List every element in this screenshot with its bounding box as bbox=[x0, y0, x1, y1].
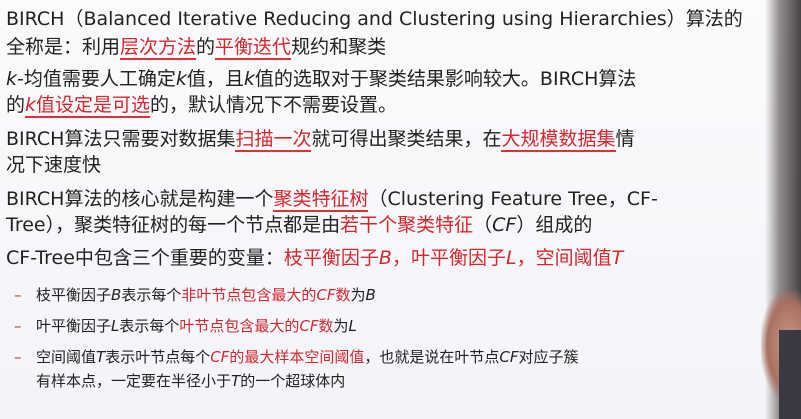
text: BIRCH算法只需要对数据集 bbox=[6, 128, 236, 150]
highlight-term: ，空间阈值 bbox=[516, 247, 612, 269]
text: 况下速度快 bbox=[6, 154, 102, 176]
highlight-term: 数 bbox=[318, 317, 334, 335]
presenter-sleeve bbox=[779, 330, 801, 419]
math-cf: CF bbox=[210, 348, 230, 366]
line-6: 况下速度快 bbox=[6, 152, 101, 178]
highlight-term: 叶节点包含最大的 bbox=[179, 317, 300, 335]
text: 全称是：利用 bbox=[6, 36, 121, 58]
highlight-term: 值设定是可选 bbox=[36, 94, 151, 118]
text: 对应子簇 bbox=[518, 348, 579, 366]
math-cf: CF bbox=[492, 214, 517, 236]
text: （Clustering Feature Tree，CF- bbox=[368, 188, 658, 210]
math-l: L bbox=[348, 317, 357, 335]
text: 值的选取对于聚类结果影响较大。BIRCH算法 bbox=[254, 68, 637, 90]
math-b: B bbox=[378, 247, 392, 269]
sub-bullet-1: –枝平衡因子B表示每个非叶节点包含最大的CF数为B bbox=[14, 285, 376, 305]
text: 规约和聚类 bbox=[291, 36, 387, 58]
math-k: k bbox=[6, 68, 18, 90]
math-l: L bbox=[505, 247, 517, 269]
text: 枝平衡因子 bbox=[36, 286, 112, 304]
text: ）组成的 bbox=[516, 214, 593, 236]
highlight-term: ，叶平衡因子 bbox=[391, 247, 506, 269]
text: ，也就是说在叶节点 bbox=[364, 348, 500, 366]
text: -均值需要人工确定 bbox=[17, 68, 176, 90]
text: CF-Tree中包含三个重要的变量： bbox=[6, 247, 284, 269]
text: BIRCH算法的核心就是构建一个 bbox=[6, 188, 274, 210]
text: 就可得出聚类结果，在 bbox=[311, 128, 502, 150]
highlight-term: 聚类特征树 bbox=[273, 188, 369, 212]
line-4: 的k值设定是可选的，默认情况下不需要设置。 bbox=[6, 92, 397, 118]
text: 值，且 bbox=[186, 68, 244, 90]
math-cf: CF bbox=[299, 317, 319, 335]
math-t: T bbox=[611, 247, 624, 269]
highlight-term: 扫描一次 bbox=[235, 128, 312, 152]
text: 空间阈值 bbox=[36, 348, 97, 366]
text: 为 bbox=[350, 286, 366, 304]
math-cf: CF bbox=[316, 286, 336, 304]
bullet-dash-icon: – bbox=[14, 286, 22, 304]
highlight-term: 层次方法 bbox=[120, 36, 197, 60]
line-2: 全称是：利用层次方法的平衡迭代规约和聚类 bbox=[6, 34, 386, 60]
text: 表示每个 bbox=[121, 286, 182, 304]
text: 表示叶节点每个 bbox=[105, 348, 211, 366]
highlight-term: 若干个聚类特征 bbox=[340, 214, 474, 236]
line-9: CF-Tree中包含三个重要的变量：枝平衡因子B，叶平衡因子L，空间阈值T bbox=[6, 245, 623, 271]
line-7: BIRCH算法的核心就是构建一个聚类特征树（Clustering Feature… bbox=[6, 186, 658, 212]
highlight-term: 数 bbox=[335, 286, 351, 304]
text: 的一个超球体内 bbox=[240, 372, 346, 390]
math-k: k bbox=[175, 68, 187, 90]
text: 为 bbox=[333, 317, 349, 335]
bullet-dash-icon: – bbox=[14, 348, 22, 366]
text: 的，默认情况下不需要设置。 bbox=[150, 94, 398, 116]
sub-bullet-2: –叶平衡因子L表示每个叶节点包含最大的CF数为L bbox=[14, 316, 357, 336]
math-k: k bbox=[243, 68, 255, 90]
text: 情 bbox=[615, 128, 635, 150]
text: 表示每个 bbox=[119, 317, 180, 335]
math-b: B bbox=[111, 286, 122, 304]
line-1: BIRCH（Balanced Iterative Reducing and Cl… bbox=[6, 6, 743, 32]
highlight-term: 平衡迭代 bbox=[215, 36, 292, 60]
math-b: B bbox=[365, 286, 376, 304]
math-l: L bbox=[111, 317, 120, 335]
text: （ bbox=[473, 214, 493, 236]
math-t: T bbox=[96, 348, 106, 366]
highlight-term: 的最大样本空间阈值 bbox=[229, 348, 365, 366]
sub-bullet-3-cont: 有样本点，一定要在半径小于T的一个超球体内 bbox=[36, 371, 345, 391]
highlight-term: 枝平衡因子 bbox=[283, 247, 379, 269]
text: 叶平衡因子 bbox=[36, 317, 112, 335]
text: 的 bbox=[196, 36, 216, 58]
line-8: Tree），聚类特征树的每一个节点都是由若干个聚类特征（CF）组成的 bbox=[6, 212, 592, 238]
line-5: BIRCH算法只需要对数据集扫描一次就可得出聚类结果，在大规模数据集情 bbox=[6, 126, 635, 152]
math-k: k bbox=[25, 94, 37, 118]
math-t: T bbox=[231, 372, 241, 390]
text: BIRCH（Balanced Iterative Reducing and Cl… bbox=[6, 8, 743, 30]
bullet-dash-icon: – bbox=[14, 317, 22, 335]
highlight-term: 大规模数据集 bbox=[501, 128, 616, 152]
highlight-term: 非叶节点包含最大的 bbox=[181, 286, 317, 304]
text: Tree），聚类特征树的每一个节点都是由 bbox=[6, 214, 341, 236]
math-cf: CF bbox=[499, 348, 519, 366]
text: 有样本点，一定要在半径小于 bbox=[36, 372, 232, 390]
text: 的 bbox=[6, 94, 26, 116]
line-3: k-均值需要人工确定k值，且k值的选取对于聚类结果影响较大。BIRCH算法 bbox=[6, 66, 636, 92]
sub-bullet-3: –空间阈值T表示叶节点每个CF的最大样本空间阈值，也就是说在叶节点CF对应子簇 bbox=[14, 347, 578, 367]
